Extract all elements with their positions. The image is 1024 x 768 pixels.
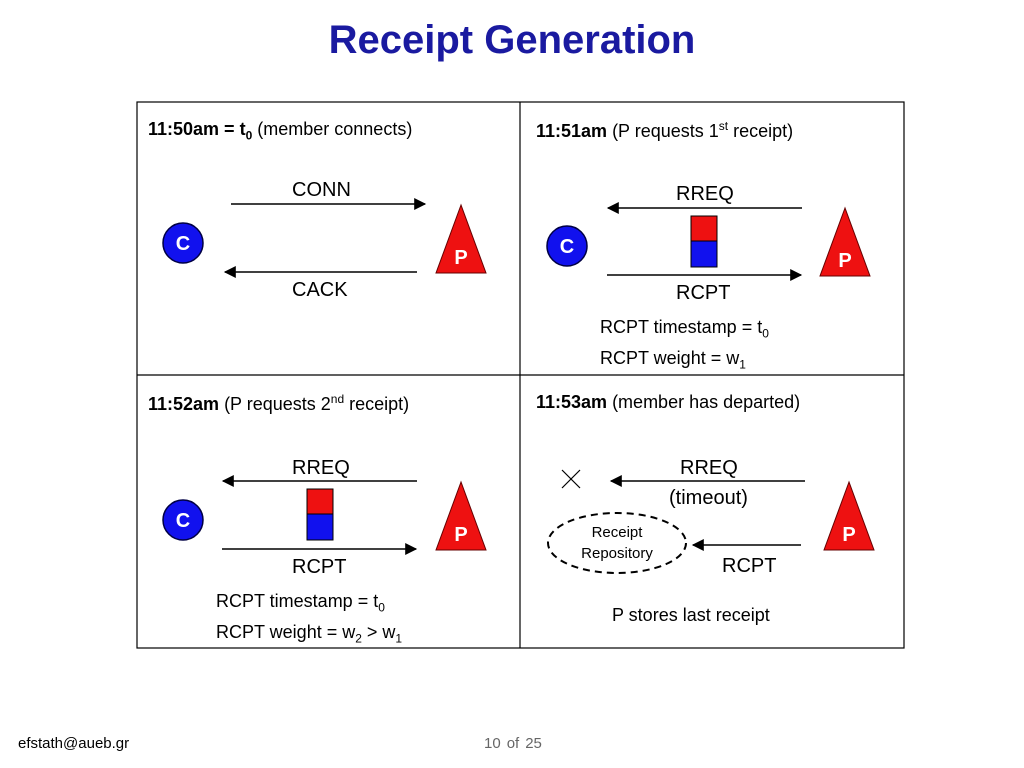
receipt-block-top [306,488,334,515]
cell-4-desc: (member has departed) [607,392,801,412]
cell-2-heading: 11:51am (P requests 1st receipt) [536,119,793,142]
receipt-block-top [690,215,718,242]
peer-node [435,203,487,274]
page-total: 25 [525,735,542,752]
cell-3-desc-post: receipt) [344,394,410,414]
cell-2-desc-post: receipt) [728,121,794,141]
peer-node [819,206,871,277]
rreq-label: RREQ [680,457,738,479]
cell-4-note: P stores last receipt [612,605,770,625]
conn-label: CONN [292,179,351,201]
peer-node [435,480,487,551]
cell-2-time: 11:51am [536,121,608,141]
cell-4-heading: 11:53am (member has departed) [536,392,800,413]
note-weight: RCPT weight = w [600,347,740,368]
cell-2-desc-sup: st [718,119,729,133]
rcpt-label: RCPT [722,555,777,577]
cell-3-heading: 11:52am (P requests 2nd receipt) [148,392,409,415]
client-node [162,222,204,264]
receipt-block-bottom [690,240,718,268]
client-node [546,225,588,267]
cell-1-time-sub: 0 [245,128,253,143]
receipt-repository [547,512,687,574]
peer-node [823,480,875,551]
page-current: 10 [484,735,501,752]
note-timestamp: RCPT timestamp = t [216,591,379,611]
repository-line-1: Receipt [591,524,643,541]
page-title: Receipt Generation [328,18,696,62]
note-weight-sub2: 1 [395,631,403,646]
rcpt-label: RCPT [676,282,731,304]
rreq-label: RREQ [292,457,350,479]
note-weight-sub: 1 [739,357,746,372]
cell-3-note: RCPT timestamp = t0 RCPT weight = w2 > w… [216,589,402,650]
receipt-block-bottom [306,513,334,541]
cell-3-desc-sup: nd [330,392,345,406]
client-node [162,499,204,541]
page-of: of [506,735,520,752]
cell-1-desc: (member connects) [252,119,413,139]
note-weight-sub: 2 [355,631,362,646]
cell-1-heading: 11:50am = t0 (member connects) [148,119,412,143]
footer-email: efstath@aueb.gr [18,735,130,752]
cell-2-note: RCPT timestamp = t0 RCPT weight = w1 [600,315,769,376]
cack-label: CACK [292,279,348,301]
peer-node-label: P [842,524,855,546]
cell-4-time: 11:53am [536,392,608,412]
timeout-label: (timeout) [669,487,748,509]
peer-node-label: P [454,247,467,269]
peer-node-label: P [838,250,851,272]
note-weight-compare: > w [361,621,396,642]
note-weight: RCPT weight = w [216,621,356,642]
cell-3-time: 11:52am [148,394,220,414]
note-timestamp-sub: 0 [762,326,769,341]
cell-1-time: 11:50am = t [148,119,246,139]
note-timestamp-sub: 0 [378,600,385,615]
cell-3-desc-pre: (P requests 2 [219,394,331,414]
cell-2-desc-pre: (P requests 1 [607,121,719,141]
client-node-label: C [560,236,574,258]
repository-line-2: Repository [581,545,653,562]
departed-cross-icon [561,469,581,489]
client-node-label: C [176,510,190,532]
note-timestamp: RCPT timestamp = t [600,317,763,337]
repository-label: Receipt Repository [552,522,682,564]
rreq-label: RREQ [676,183,734,205]
rcpt-label: RCPT [292,556,347,578]
client-node-label: C [176,233,190,255]
page-number: 10 of 25 [484,735,548,752]
peer-node-label: P [454,524,467,546]
